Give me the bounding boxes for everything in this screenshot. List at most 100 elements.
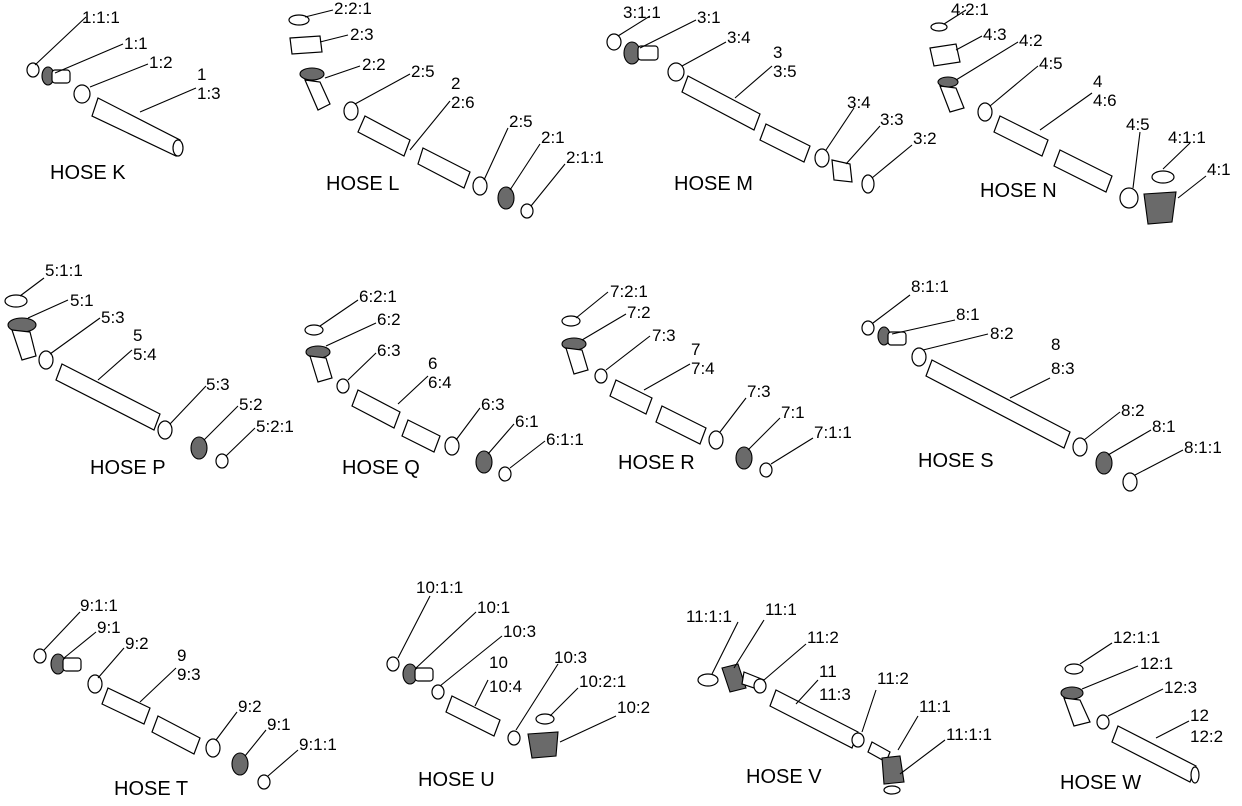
callout-label: 3:4 (847, 93, 871, 112)
callout-label: 7:4 (691, 359, 715, 378)
callout-label: 12:3 (1164, 678, 1197, 697)
callout-label: 4 (1093, 72, 1102, 91)
hose-title: HOSE S (918, 450, 994, 472)
callout-label: 10:2:1 (579, 672, 626, 691)
callout-label: 7:2:1 (610, 282, 648, 301)
callout-label: 4:2 (1019, 31, 1043, 50)
callout-label: 5:3 (101, 308, 125, 327)
callout-label: 5 (133, 326, 142, 345)
callout-label: 2:5 (509, 112, 533, 131)
callout-label: 5:2 (239, 395, 263, 414)
callout-label: 8 (1051, 335, 1060, 354)
hose-n-drawing (929, 22, 1177, 225)
hose-m-drawing (606, 33, 875, 194)
callout-label: 8:1 (1152, 417, 1176, 436)
callout-label: 2:3 (350, 25, 374, 44)
callout-label: 8:1:1 (911, 277, 949, 296)
callout-label: 3:1:1 (623, 3, 661, 22)
callout-label: 7:2 (627, 303, 651, 322)
callout-label: 1:1 (124, 34, 148, 53)
callout-label: 7:3 (652, 326, 676, 345)
hose-title: HOSE K (50, 162, 126, 184)
callout-label: 3:4 (727, 28, 751, 47)
hose-l: 2:2:1 2:3 2:2 2:5 2 2:6 2:5 2:1 2:1:1 HO… (288, 0, 604, 219)
callout-label: 2:1 (541, 128, 565, 147)
callout-label: 5:1 (70, 291, 94, 310)
callout-label: 1 (197, 65, 206, 84)
callout-label: 3:3 (880, 110, 904, 129)
hose-q: 6:2:1 6:2 6:3 6 6:4 6:3 6:1 6:1:1 HOSE Q (304, 287, 584, 482)
callout-label: 2 (451, 74, 460, 93)
callout-label: 8:3 (1051, 359, 1075, 378)
hose-title: HOSE N (980, 180, 1057, 202)
callout-label: 9:1:1 (80, 596, 118, 615)
hose-title: HOSE V (746, 766, 822, 788)
callout-label: 6:1 (515, 412, 539, 431)
callout-label: 7:3 (747, 382, 771, 401)
callout-label: 9:1:1 (299, 735, 337, 754)
callout-label: 4:5 (1126, 115, 1150, 134)
callout-label: 10:2 (617, 698, 650, 717)
hose-p: 5:1:1 5:1 5:3 5 5:4 5:3 5:2 5:2:1 HOSE P (4, 261, 294, 479)
callout-label: 4:1:1 (1168, 128, 1206, 147)
callout-label: 8:2 (990, 324, 1014, 343)
callout-label: 9:1 (267, 715, 291, 734)
hose-title: HOSE P (90, 457, 166, 479)
callout-label: 6:2:1 (359, 287, 397, 306)
callout-label: 5:1:1 (45, 261, 83, 280)
hose-n: 4:2:1 4:3 4:2 4:5 4 4:6 4:5 4:1:1 4:1 HO… (929, 0, 1231, 225)
callout-label: 3:5 (773, 62, 797, 81)
callout-label: 6:4 (428, 373, 452, 392)
callout-label: 8:1:1 (1184, 438, 1222, 457)
callout-label: 8:1 (956, 305, 980, 324)
hose-w-drawing (1060, 663, 1200, 784)
callout-label: 4:6 (1093, 91, 1117, 110)
callout-label: 10:1 (477, 598, 510, 617)
hose-title: HOSE W (1060, 772, 1141, 794)
callout-label: 12:1 (1140, 654, 1173, 673)
hose-t-drawing (33, 648, 271, 790)
callout-label: 10:4 (489, 677, 522, 696)
callout-label: 5:4 (133, 345, 157, 364)
callout-label: 10:3 (503, 622, 536, 641)
hose-l-drawing (288, 14, 534, 219)
callout-label: 3:2 (913, 129, 937, 148)
callout-label: 12 (1190, 706, 1209, 725)
callout-label: 1:3 (197, 84, 221, 103)
callout-label: 11:1:1 (946, 725, 992, 744)
callout-label: 7:1 (781, 403, 805, 422)
callout-label: 6:3 (377, 341, 401, 360)
callout-label: 2:5 (411, 62, 435, 81)
callout-label: 11:1 (919, 697, 951, 716)
hose-s: 8:1:1 8:1 8:2 8 8:3 8:2 8:1 8:1:1 HOSE S (861, 277, 1222, 492)
callout-label: 6:1:1 (546, 430, 584, 449)
hose-r: 7:2:1 7:2 7:3 7 7:4 7:3 7:1 7:1:1 HOSE R (561, 282, 852, 478)
callout-label: 11:1 (765, 600, 797, 619)
callout-label: 10:3 (554, 648, 587, 667)
callout-label: 2:2 (362, 55, 386, 74)
hose-k: 1:1:1 1:1 1:2 1 1:3 HOSE K (26, 8, 221, 184)
hose-r-drawing (561, 315, 773, 478)
hose-v: 11:1:1 11:1 11:2 11 11:3 11:2 11:1 11:1:… (686, 600, 992, 795)
callout-label: 9 (177, 646, 186, 665)
callout-label: 4:5 (1039, 54, 1063, 73)
callout-label: 3:1 (697, 8, 721, 27)
callout-label: 11:3 (819, 685, 851, 704)
hose-u: 10:1:1 10:1 10:3 10 10:4 10:3 10:2:1 10:… (386, 578, 650, 791)
callout-label: 11 (819, 662, 837, 681)
callout-label: 3 (773, 43, 782, 62)
hose-q-drawing (304, 324, 512, 482)
hose-title: HOSE Q (342, 457, 420, 479)
callout-label: 12:1:1 (1113, 628, 1160, 647)
hose-title: HOSE M (674, 173, 753, 195)
callout-label: 9:2 (125, 634, 149, 653)
hose-k-drawing (26, 62, 184, 157)
hose-title: HOSE U (418, 769, 495, 791)
callout-label: 4:2:1 (951, 0, 989, 19)
callout-label: 11:2 (877, 669, 909, 688)
callout-label: 12:2 (1190, 727, 1223, 746)
callout-label: 10:1:1 (416, 578, 463, 597)
callout-label: 9:3 (177, 665, 201, 684)
callout-label: 5:2:1 (256, 417, 294, 436)
